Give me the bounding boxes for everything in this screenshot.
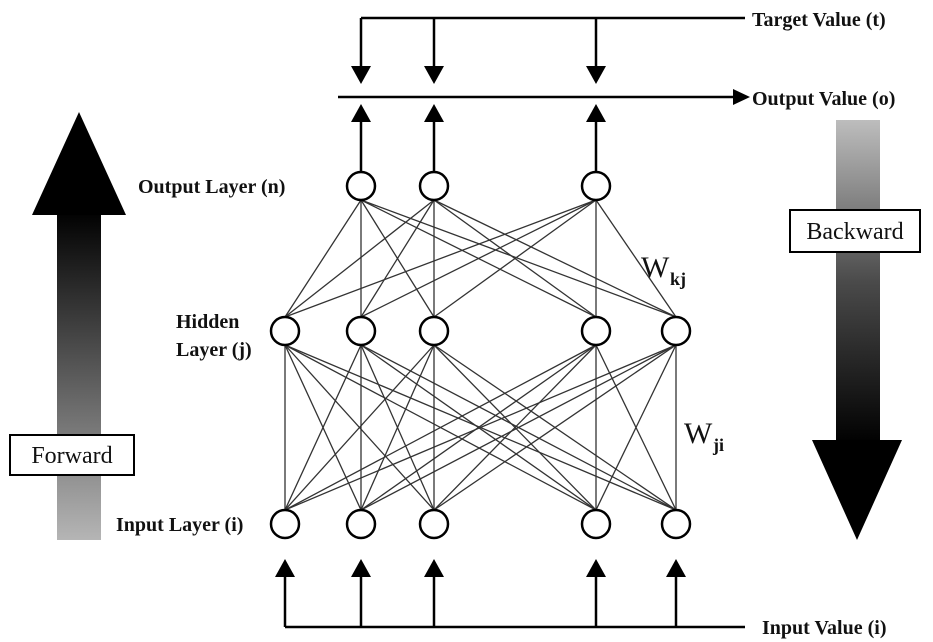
target-value-label: Target Value (t)	[752, 9, 886, 31]
connection-line	[433, 344, 597, 511]
input-node	[580, 508, 612, 540]
connection-line	[595, 344, 677, 511]
input-node	[345, 508, 377, 540]
output-up-arrowheads	[351, 104, 606, 122]
forward-label: Forward	[31, 443, 112, 469]
connection-line	[595, 199, 677, 318]
connection-line	[360, 344, 677, 511]
output-node	[418, 170, 450, 202]
connection-line	[284, 344, 597, 511]
backward-label-box: Backward	[789, 209, 921, 253]
weight-kj-label: W kj	[641, 251, 686, 289]
hidden-input-connections	[284, 344, 677, 511]
hidden-node	[418, 315, 450, 347]
input-layer-nodes	[269, 508, 692, 540]
input-value-label: Input Value (i)	[762, 617, 887, 639]
weight-ji-label: W ji	[684, 417, 724, 455]
input-node	[660, 508, 692, 540]
forward-label-box: Forward	[9, 434, 135, 476]
connection-line	[284, 344, 677, 511]
connection-line	[433, 199, 677, 318]
output-layer-label: Output Layer (n)	[138, 176, 285, 198]
connection-line	[284, 344, 435, 511]
input-node	[269, 508, 301, 540]
svg-text:W: W	[641, 251, 670, 284]
connection-line	[433, 199, 597, 318]
backward-arrow	[812, 120, 902, 540]
input-value-lines	[283, 575, 745, 629]
svg-text:kj: kj	[670, 269, 686, 289]
connection-line	[284, 199, 362, 318]
connection-line	[360, 344, 597, 511]
output-node	[345, 170, 377, 202]
connection-line	[284, 199, 435, 318]
input-up-arrowheads	[275, 559, 686, 577]
hidden-node	[580, 315, 612, 347]
connection-line	[284, 344, 362, 511]
target-value-lines	[359, 16, 745, 68]
input-layer-label: Input Layer (i)	[116, 514, 243, 536]
input-node	[418, 508, 450, 540]
hidden-node	[345, 315, 377, 347]
output-hidden-connections	[284, 199, 677, 318]
connection-line	[360, 199, 597, 318]
backward-label: Backward	[806, 219, 903, 245]
connection-line	[360, 344, 435, 511]
hidden-layer-label-line2: Layer (j)	[176, 339, 252, 361]
output-value-label: Output Value (o)	[752, 88, 895, 110]
svg-text:ji: ji	[712, 435, 724, 455]
connection-line	[433, 344, 677, 511]
hidden-node	[660, 315, 692, 347]
target-down-arrowheads	[351, 66, 606, 84]
hidden-layer-nodes	[269, 315, 692, 347]
forward-arrow	[32, 112, 126, 540]
output-up-arrows	[359, 120, 598, 171]
output-layer-nodes	[345, 170, 612, 202]
svg-text:W: W	[684, 417, 713, 450]
hidden-layer-label-line1: Hidden	[176, 311, 239, 333]
hidden-node	[269, 315, 301, 347]
connection-line	[360, 199, 435, 318]
connection-line	[360, 199, 677, 318]
output-value-line	[338, 89, 750, 105]
output-node	[580, 170, 612, 202]
connection-line	[284, 199, 597, 318]
